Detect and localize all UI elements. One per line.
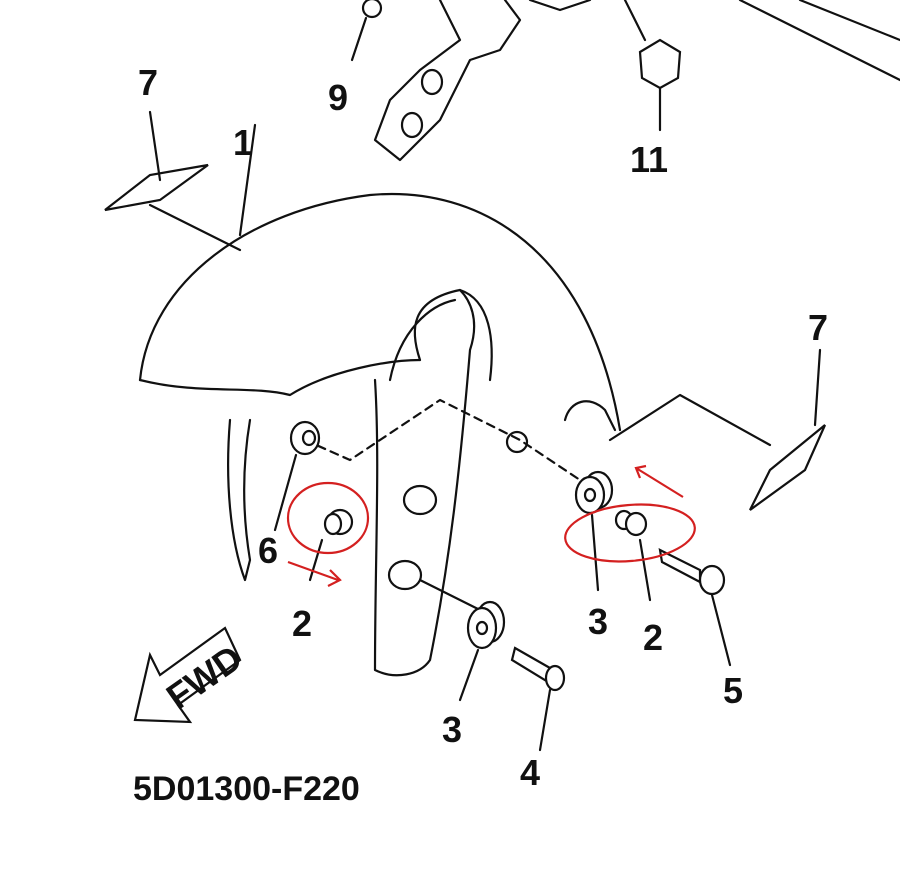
upper-bracket [373,0,900,162]
nut-11 [623,0,682,132]
nut-9 [350,0,383,62]
fwd-direction-arrow: FWD [133,626,249,724]
front-fender-1 [138,123,622,677]
callout-9: 9 [328,77,348,118]
arrow-left-icon [287,560,342,587]
part-code: 5D01300-F220 [133,770,360,808]
collar-2-left [308,508,354,582]
collar-2-right [614,509,652,602]
emblem-7-left [104,163,209,212]
callout-4: 4 [520,752,540,793]
highlight-collar-left [286,481,370,555]
highlight-collar-right [564,503,696,563]
callout-1: 1 [233,122,253,163]
grommet-3-bottom [458,600,506,702]
emblem-7-right [749,424,827,511]
callout-2-left: 2 [292,603,312,644]
callout-3-right: 3 [588,601,608,642]
bolt-4 [510,646,566,752]
callout-6: 6 [258,530,278,571]
arrow-right-icon [634,464,684,498]
bolt-5 [658,548,732,667]
grommet-3-right [574,470,614,592]
callout-3-bottom: 3 [442,709,462,750]
callout-7-right: 7 [808,307,828,348]
callout-11: 11 [630,139,668,180]
callout-5: 5 [723,670,743,711]
callout-2-right: 2 [643,617,663,658]
red-annotations [286,464,696,587]
callout-7-left: 7 [138,62,158,103]
collar-6 [273,420,321,532]
